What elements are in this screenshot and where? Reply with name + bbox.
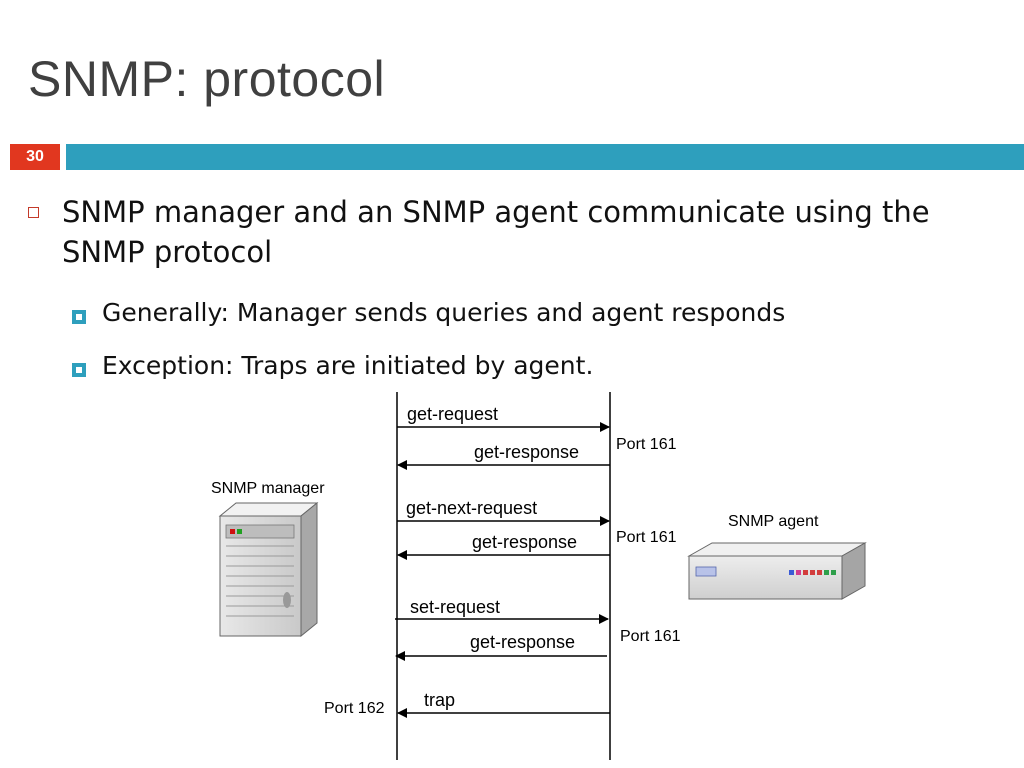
label-get-next-request: get-next-request	[406, 498, 537, 518]
title-divider-bar	[66, 144, 1024, 170]
snmp-manager-label: SNMP manager	[211, 480, 325, 497]
slide-title: SNMP: protocol	[28, 51, 386, 107]
bullet-sub-exception: Exception: Traps are initiated by agent.	[102, 351, 594, 380]
snmp-agent-label: SNMP agent	[728, 513, 819, 530]
bullet-main: SNMP manager and an SNMP agent communica…	[62, 195, 930, 269]
port-label-agent-1: Port 161	[616, 436, 677, 453]
port-label-manager-trap: Port 162	[324, 700, 385, 717]
label-get-request: get-request	[407, 404, 498, 424]
label-get-response-1: get-response	[474, 442, 579, 462]
bullet-marker-level1	[28, 207, 39, 218]
network-device-icon	[687, 542, 867, 600]
port-label-agent-3: Port 161	[620, 628, 681, 645]
port-label-agent-2: Port 161	[616, 529, 677, 546]
bullet-sub-generally: Generally: Manager sends queries and age…	[102, 298, 786, 327]
bullet-marker-level2	[72, 310, 86, 324]
label-set-request: set-request	[410, 597, 500, 617]
bullet-marker-level2	[72, 363, 86, 377]
server-icon	[218, 501, 319, 638]
label-get-response-2: get-response	[472, 532, 577, 552]
label-get-response-3: get-response	[470, 632, 575, 652]
label-trap: trap	[424, 690, 455, 710]
slide-number: 30	[10, 144, 60, 170]
